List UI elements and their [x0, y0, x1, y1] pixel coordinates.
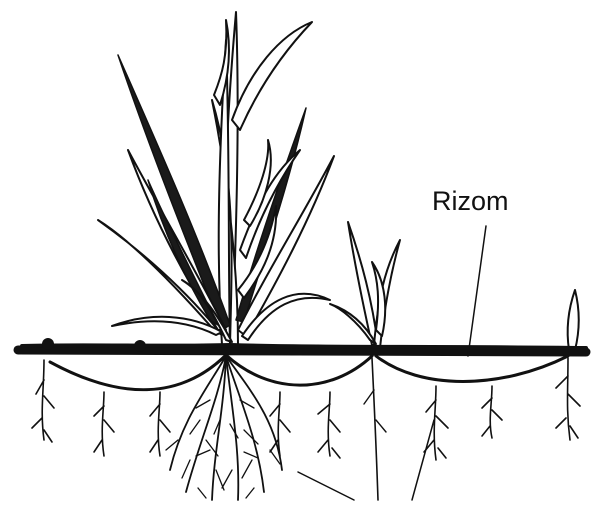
root-clusters-left [32, 360, 170, 456]
rhizome-runners [50, 355, 568, 390]
rhizome-label: Rizom [432, 186, 509, 216]
soil-line [18, 338, 586, 352]
root-clusters-right [424, 358, 580, 460]
young-shoot-middle [330, 222, 400, 348]
root-clusters-middle [270, 358, 386, 500]
young-shoot-right [568, 290, 579, 350]
main-plant-leaves [98, 12, 334, 345]
